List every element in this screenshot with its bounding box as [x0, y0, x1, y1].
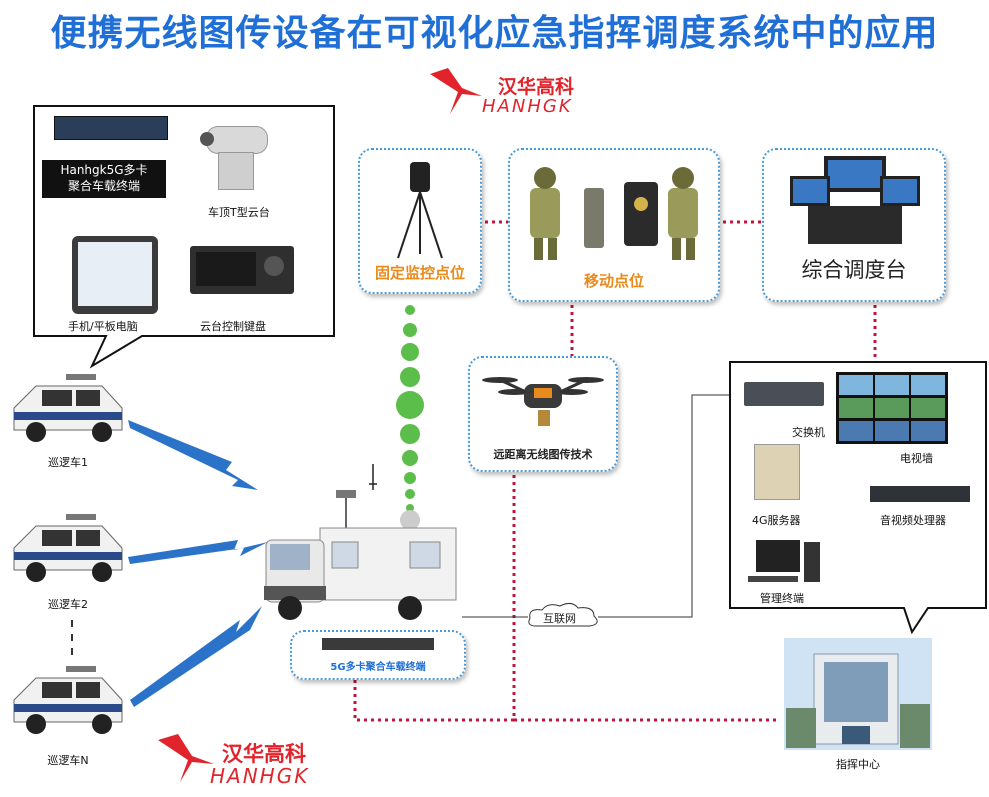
- ptz-keyboard-label: 云台控制键盘: [200, 320, 266, 333]
- command-center-label: 指挥中心: [836, 758, 880, 771]
- center-panel: 交换机 电视墙 4G服务器 音视频处理器 管理终端: [730, 362, 986, 608]
- management-terminal-image: [738, 540, 822, 584]
- patrol-car-icon: [13, 514, 123, 582]
- roof-ptz-label: 车顶T型云台: [208, 206, 270, 219]
- tablet-image: [72, 236, 158, 314]
- brand-name-cn: 汉华高科: [498, 76, 575, 98]
- brand-logo-bottom: 汉华高科 HANHGK: [156, 732, 346, 788]
- dispatch-console-label: 综合调度台: [801, 258, 907, 282]
- mobile-point-label: 移动点位: [583, 272, 644, 290]
- terminal-device-image: [54, 116, 168, 140]
- fixed-monitor-label: 固定监控点位: [374, 264, 465, 282]
- terminal-5g-image: [322, 638, 434, 650]
- av-processor-label: 音视频处理器: [880, 514, 946, 527]
- drone-node: 远距离无线图传技术: [468, 356, 618, 472]
- cloud-icon: [528, 602, 598, 627]
- wireless-bolts-blue: [98, 196, 268, 707]
- brand-logo-top: 汉华高科 HANHGK: [428, 66, 608, 120]
- brand-name-en: HANHGK: [482, 96, 573, 117]
- patrol-car-n-label: 巡逻车N: [47, 754, 89, 767]
- internet-label: 互联网: [543, 612, 576, 625]
- wireless-dots-green: [396, 305, 424, 512]
- building-icon: [784, 638, 932, 750]
- brand-bird-icon: [158, 734, 214, 782]
- drone-icon: [482, 377, 604, 426]
- management-label: 管理终端: [760, 592, 804, 605]
- page-title: 便携无线图传设备在可视化应急指挥调度系统中的应用: [50, 13, 939, 54]
- av-processor-image: [870, 486, 970, 502]
- brand-name-cn: 汉华高科: [222, 742, 306, 766]
- switch-image: [744, 382, 824, 406]
- roof-ptz-image: [198, 118, 288, 190]
- drone-label: 远距离无线图传技术: [493, 448, 593, 461]
- patrol-car-2: 巡逻车2: [6, 512, 130, 611]
- antenna-icon: [369, 464, 377, 490]
- terminal-5g-node: 5G多卡聚合车载终端: [290, 630, 466, 680]
- command-center-node: [784, 638, 932, 750]
- switch-label: 交换机: [792, 426, 825, 439]
- terminal-label: Hanhgk5G多卡 聚合车载终端: [42, 160, 166, 198]
- dispatch-console-node: 综合调度台: [762, 148, 946, 302]
- mobile-point-node: 移动点位: [508, 148, 720, 302]
- command-truck-icon: [264, 490, 457, 620]
- brand-bird-icon: [430, 68, 482, 114]
- video-wall-label: 电视墙: [900, 452, 933, 465]
- brand-name-en: HANHGK: [210, 764, 310, 788]
- fixed-monitor-node: 固定监控点位: [358, 148, 482, 294]
- terminal-5g-label: 5G多卡聚合车载终端: [330, 662, 426, 673]
- vehicle-panel: Hanhgk5G多卡 聚合车载终端 车顶T型云台 手机/平板电脑 云台控制键盘: [40, 104, 330, 334]
- patrol-car-n: 巡逻车N: [6, 664, 130, 768]
- link-drone-vehicle: [353, 468, 516, 722]
- tablet-label: 手机/平板电脑: [68, 320, 138, 333]
- patrol-car-1: 巡逻车1: [6, 372, 130, 469]
- patrol-car-2-label: 巡逻车2: [48, 598, 88, 611]
- soldiers-icon: [530, 167, 698, 260]
- dispatch-console-icon: [790, 156, 920, 244]
- ptz-keyboard-image: [190, 246, 294, 294]
- video-wall-image: [836, 372, 948, 444]
- patrol-car-icon: [13, 374, 123, 442]
- patrol-car-icon: [13, 666, 123, 734]
- patrol-car-1-label: 巡逻车1: [48, 456, 88, 469]
- tripod-camera-icon: [397, 162, 443, 259]
- server-image: [754, 444, 800, 500]
- link-internet-center: [598, 394, 740, 618]
- internet-node: 互联网: [526, 602, 600, 632]
- server-label: 4G服务器: [752, 514, 801, 527]
